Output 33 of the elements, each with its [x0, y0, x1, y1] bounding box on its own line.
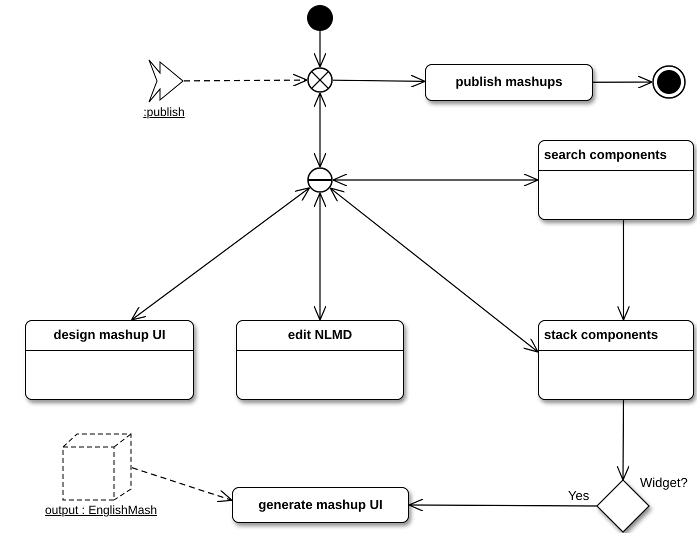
flow-arrow — [333, 74, 426, 88]
flow-arrow — [616, 220, 630, 321]
activity-name: publish mashups — [454, 73, 564, 91]
activity-box — [236, 320, 404, 400]
activity-name: search components — [543, 146, 668, 164]
dependency-arrow — [184, 74, 308, 87]
flow-arrow — [593, 76, 653, 89]
flow-arrow — [313, 31, 327, 68]
flow-arrow — [616, 400, 630, 481]
flow-arrow — [332, 173, 539, 187]
flow-arrow — [313, 92, 327, 168]
edge-label: Yes — [568, 488, 590, 503]
flow-arrow — [313, 192, 327, 321]
activity-box — [25, 320, 194, 400]
merge-node — [307, 67, 333, 93]
dependency-arrow — [132, 467, 233, 502]
activity-box — [538, 320, 694, 400]
action-box — [425, 64, 593, 101]
flow-arrow — [330, 187, 539, 353]
activity-name: generate mashup UI — [257, 496, 384, 514]
flow-arrow — [130, 187, 310, 321]
object-label: output : EnglishMash — [44, 503, 158, 517]
flow-arrow — [408, 498, 597, 512]
guard-label: Widget? — [640, 475, 688, 490]
activity-name: stack components — [543, 326, 660, 344]
activity-box — [538, 140, 694, 220]
final-node — [652, 65, 686, 99]
activity-name: edit NLMD — [286, 326, 354, 344]
initial-node — [307, 5, 333, 31]
action-box — [232, 487, 409, 523]
flow-final-node — [307, 167, 333, 193]
object-label: :publish — [143, 105, 185, 119]
activity-name: design mashup UI — [52, 326, 166, 344]
